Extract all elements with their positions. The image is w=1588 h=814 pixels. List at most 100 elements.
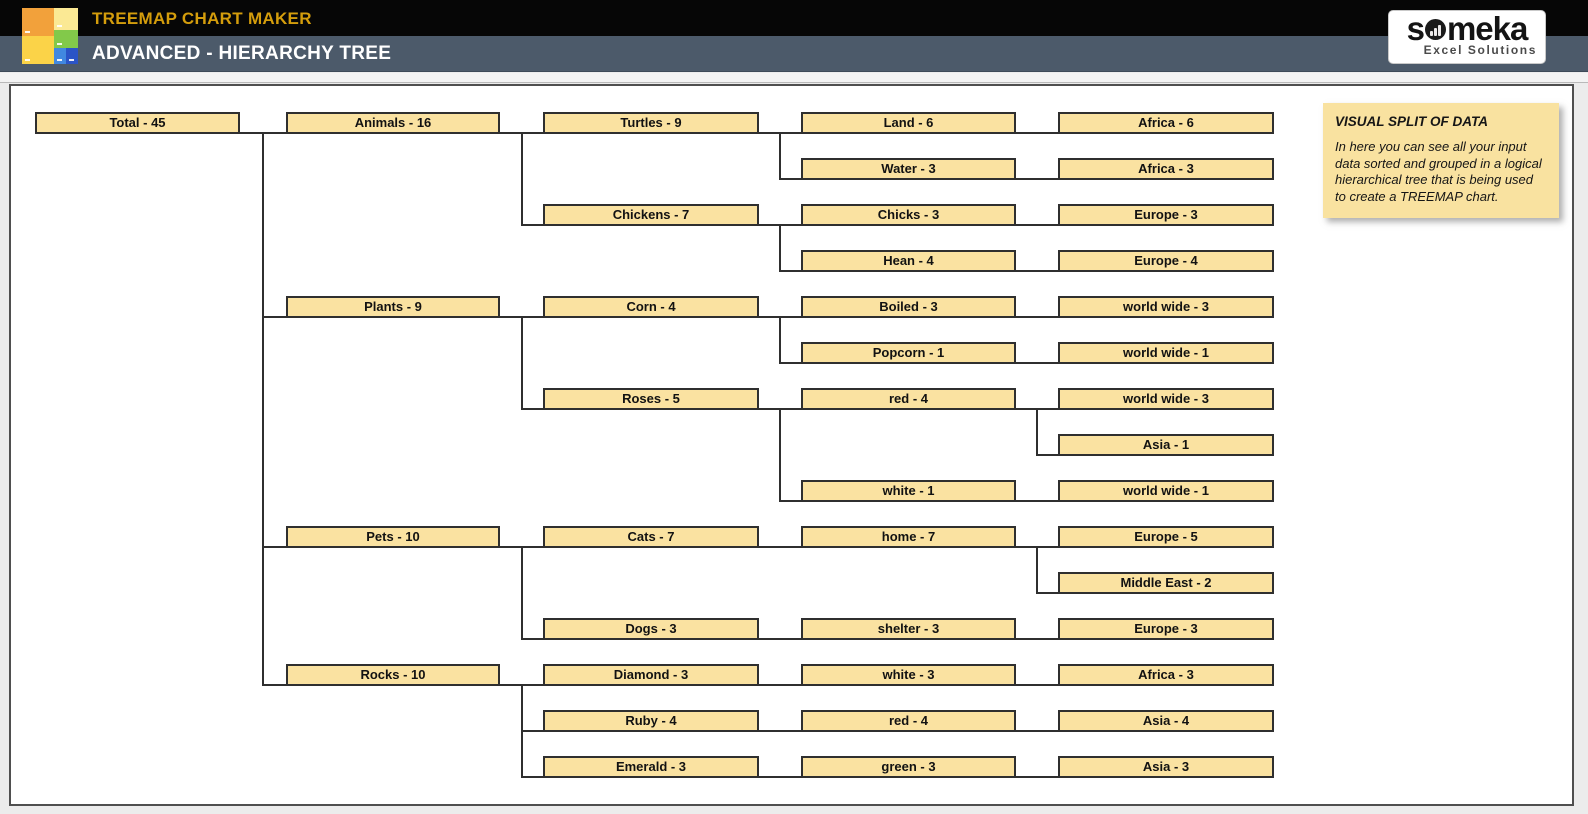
- connector-line: [1036, 454, 1059, 456]
- connector-line: [262, 316, 287, 318]
- tree-node-box: Cats - 7: [543, 526, 759, 548]
- connector-line: [779, 316, 781, 364]
- connector-line: [779, 270, 802, 272]
- note-body: In here you can see all your input data …: [1335, 139, 1542, 204]
- tree-node-box: Asia - 3: [1058, 756, 1274, 778]
- tree-node-box: white - 3: [801, 664, 1016, 686]
- header-slate-bar: [0, 36, 1588, 72]
- logo-square-orange: [22, 8, 54, 36]
- connector-line: [262, 546, 287, 548]
- tree-node-box: Water - 3: [801, 158, 1016, 180]
- tree-node-box: Animals - 16: [286, 112, 500, 134]
- tree-node-box: green - 3: [801, 756, 1016, 778]
- tree-node-box: Rocks - 10: [286, 664, 500, 686]
- connector-line: [521, 408, 544, 410]
- tree-node-box: Corn - 4: [543, 296, 759, 318]
- connector-line: [521, 224, 544, 226]
- connector-line: [758, 730, 802, 732]
- connector-line: [521, 316, 523, 410]
- tree-node-box: world wide - 1: [1058, 480, 1274, 502]
- header-divider-strip: [0, 73, 1588, 83]
- connector-line: [1036, 546, 1038, 594]
- tree-node-box: Asia - 4: [1058, 710, 1274, 732]
- tree-node-box: Ruby - 4: [543, 710, 759, 732]
- connector-line: [1015, 684, 1059, 686]
- tree-node-box: Africa - 3: [1058, 664, 1274, 686]
- tree-node-box: Europe - 3: [1058, 204, 1274, 226]
- tree-node-box: Emerald - 3: [543, 756, 759, 778]
- tree-node-box: Europe - 4: [1058, 250, 1274, 272]
- connector-line: [779, 178, 802, 180]
- logo-square-blue-light: [54, 48, 66, 64]
- connector-line: [521, 132, 523, 226]
- connector-line: [1036, 408, 1038, 456]
- someka-tagline: Excel Solutions: [1423, 43, 1537, 57]
- note-title: VISUAL SPLIT OF DATA: [1335, 114, 1489, 129]
- connector-line: [779, 408, 781, 502]
- page-title: ADVANCED - HIERARCHY TREE: [92, 43, 392, 64]
- tree-node-box: Hean - 4: [801, 250, 1016, 272]
- connector-line: [521, 730, 544, 732]
- tree-node-box: world wide - 1: [1058, 342, 1274, 364]
- connector-line: [262, 684, 287, 686]
- connector-line: [521, 546, 523, 640]
- connector-line: [1015, 362, 1059, 364]
- tree-node-box: Dogs - 3: [543, 618, 759, 640]
- logo-square-green: [54, 30, 78, 48]
- tree-node-box: Chicks - 3: [801, 204, 1016, 226]
- tree-node-box: Diamond - 3: [543, 664, 759, 686]
- bar-chart-in-o-icon: [1424, 19, 1446, 40]
- tree-node-box: Chickens - 7: [543, 204, 759, 226]
- tree-node-box: shelter - 3: [801, 618, 1016, 640]
- connector-line: [1036, 592, 1059, 594]
- connector-line: [521, 638, 544, 640]
- tree-node-box: Roses - 5: [543, 388, 759, 410]
- tree-node-box: Pets - 10: [286, 526, 500, 548]
- treemap-logo-icon: [22, 8, 78, 64]
- connector-line: [758, 684, 802, 686]
- connector-line: [1015, 178, 1059, 180]
- connector-line: [1015, 316, 1059, 318]
- connector-line: [779, 224, 781, 272]
- tree-node-box: Boiled - 3: [801, 296, 1016, 318]
- tree-node-box: world wide - 3: [1058, 296, 1274, 318]
- tree-node-box: white - 1: [801, 480, 1016, 502]
- tree-node-box: Europe - 3: [1058, 618, 1274, 640]
- tree-node-box: red - 4: [801, 388, 1016, 410]
- logo-square-blue-dark: [66, 48, 78, 64]
- tree-node-box: Africa - 3: [1058, 158, 1274, 180]
- connector-line: [779, 500, 802, 502]
- tree-node-box: Plants - 9: [286, 296, 500, 318]
- logo-square-pale: [54, 8, 78, 30]
- connector-line: [779, 132, 781, 180]
- app-title: TREEMAP CHART MAKER: [92, 9, 312, 28]
- connector-line: [1015, 638, 1059, 640]
- tree-node-box: Europe - 5: [1058, 526, 1274, 548]
- tree-node-box: red - 4: [801, 710, 1016, 732]
- visual-split-note: VISUAL SPLIT OF DATA In here you can see…: [1323, 103, 1559, 218]
- connector-line: [521, 776, 544, 778]
- connector-line: [779, 362, 802, 364]
- tree-node-box: Middle East - 2: [1058, 572, 1274, 594]
- tree-node-box: Turtles - 9: [543, 112, 759, 134]
- tree-node-box: Africa - 6: [1058, 112, 1274, 134]
- tree-node-box: world wide - 3: [1058, 388, 1274, 410]
- connector-line: [262, 132, 264, 686]
- tree-node-box: Popcorn - 1: [801, 342, 1016, 364]
- tree-node-box: Asia - 1: [1058, 434, 1274, 456]
- connector-line: [1015, 730, 1059, 732]
- logo-square-yellow: [22, 36, 54, 64]
- tree-node-box: Total - 45: [35, 112, 240, 134]
- connector-line: [1015, 270, 1059, 272]
- connector-line: [758, 638, 802, 640]
- connector-line: [758, 776, 802, 778]
- tree-node-box: home - 7: [801, 526, 1016, 548]
- tree-node-box: Land - 6: [801, 112, 1016, 134]
- connector-line: [1015, 776, 1059, 778]
- header-black-bar: [0, 0, 1588, 36]
- connector-line: [758, 546, 802, 548]
- connector-line: [1015, 132, 1059, 134]
